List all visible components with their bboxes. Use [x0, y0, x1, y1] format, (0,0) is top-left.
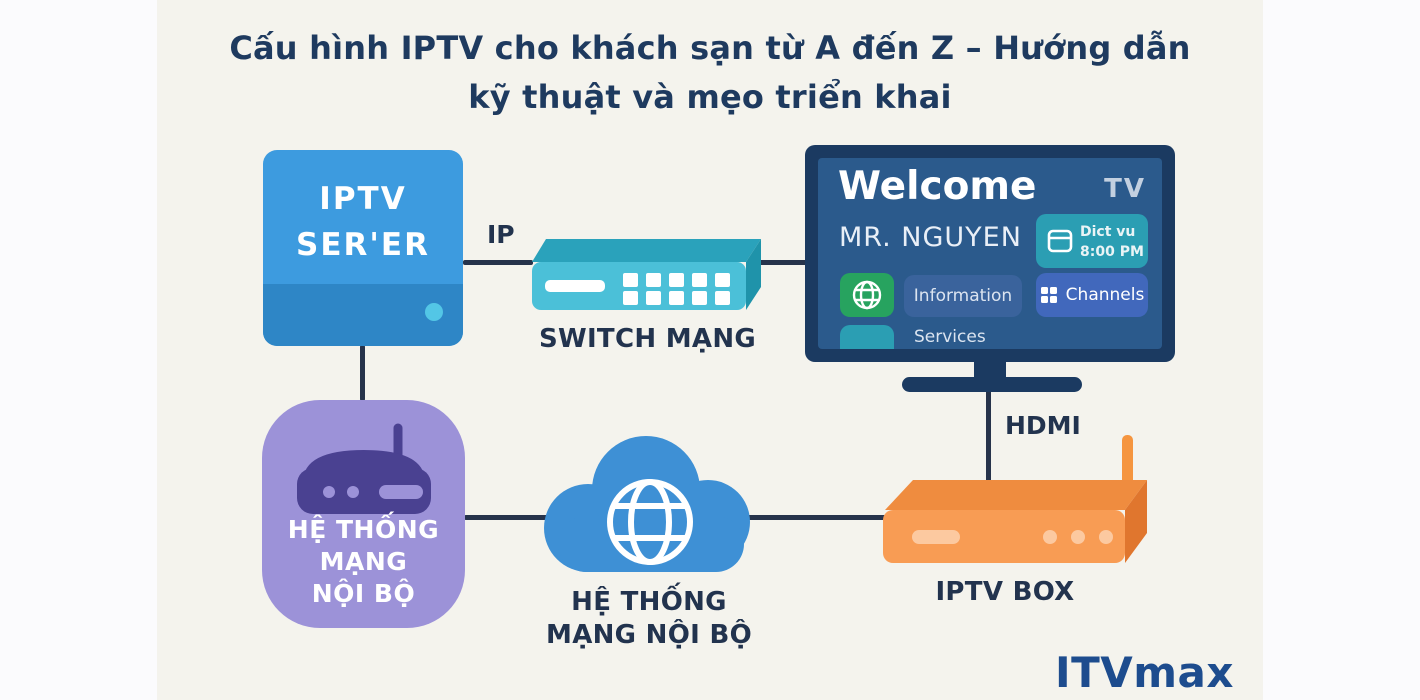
calendar-icon — [1047, 229, 1073, 253]
label-ip: IP — [487, 220, 515, 249]
tv-services-tile[interactable] — [840, 325, 894, 349]
server-label: IPTV SER'ER — [263, 176, 463, 268]
tv-channels-button[interactable]: Channels — [1036, 273, 1148, 317]
link-switch-tv — [759, 260, 807, 265]
link-server-lan — [360, 345, 365, 401]
lan-label-line3: NỘI BỘ — [311, 579, 416, 608]
lan-node-label: HỆ THỐNG MẠNG NỘI BỘ — [262, 514, 465, 610]
iptv-box-label: IPTV BOX — [935, 577, 1075, 607]
page-title-line1: Cấu hình IPTV cho khách sạn từ A đến Z –… — [229, 29, 1191, 67]
tv-information-button[interactable]: Information — [904, 275, 1022, 317]
server-label-line2: SER'ER — [296, 227, 430, 263]
iptv-server-node: IPTV SER'ER — [263, 150, 463, 346]
brand-logo: ITVmax — [1055, 648, 1234, 697]
service-card-title: Dict vu — [1080, 224, 1136, 240]
tv-guest-name: MR. NGUYEN — [839, 222, 1022, 253]
page-title: Cấu hình IPTV cho khách sạn từ A đến Z –… — [157, 24, 1263, 122]
link-server-switch — [463, 260, 533, 265]
tv-stand-post — [974, 361, 1006, 382]
network-cloud-icon — [544, 436, 750, 572]
tv-node: Welcome TV MR. NGUYEN Dict vu 8:00 PM In… — [805, 145, 1175, 362]
lan-label-line2: MẠNG — [319, 547, 408, 576]
grid-icon — [1040, 287, 1057, 303]
link-lan-cloud — [464, 515, 548, 520]
tv-screen: Welcome TV MR. NGUYEN Dict vu 8:00 PM In… — [818, 158, 1162, 349]
link-cloud-box — [744, 515, 886, 520]
tv-brand-text: TV — [1104, 174, 1146, 204]
tv-welcome-text: Welcome — [838, 164, 1037, 209]
channels-button-label: Channels — [1065, 285, 1145, 305]
cloud-node-label: HỆ THỐNG MẠNG NỘI BỘ — [520, 586, 778, 652]
cloud-label-line1: HỆ THỐNG — [571, 587, 727, 617]
network-switch-icon — [532, 239, 761, 310]
cloud-label-line2: MẠNG NỘI BỘ — [546, 620, 752, 650]
tv-service-card[interactable]: Dict vu 8:00 PM — [1036, 214, 1148, 268]
page-title-line2: kỹ thuật và mẹo triển khai — [468, 78, 952, 116]
service-card-time: 8:00 PM — [1080, 244, 1144, 260]
server-status-dot-icon — [425, 303, 443, 321]
link-tv-box — [986, 390, 991, 482]
tv-globe-tile[interactable] — [840, 273, 894, 317]
tv-services-label: Services — [914, 327, 986, 347]
server-label-line1: IPTV — [319, 181, 407, 217]
switch-label: SWITCH MẠNG — [538, 324, 757, 354]
lan-label-line1: HỆ THỐNG — [287, 515, 440, 544]
information-button-label: Information — [913, 286, 1013, 306]
lan-system-node: HỆ THỐNG MẠNG NỘI BỘ — [262, 400, 465, 628]
label-hdmi: HDMI — [1005, 411, 1081, 440]
globe-icon — [852, 280, 882, 310]
router-icon — [297, 423, 431, 514]
tv-stand-base — [902, 377, 1082, 392]
iptv-box-icon — [883, 435, 1147, 563]
